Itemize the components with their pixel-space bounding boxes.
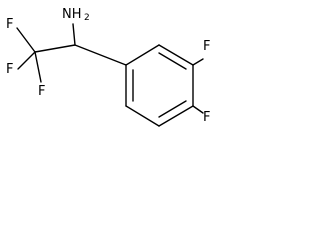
fluorine-ring-meta: F xyxy=(203,39,210,54)
amine-subscript: 2 xyxy=(84,13,90,23)
bond-ring-5 xyxy=(125,105,160,127)
bond-cf3-ch xyxy=(34,44,76,53)
bond-f-bottom-cf3 xyxy=(34,51,42,83)
bond-ring-4 xyxy=(158,105,194,127)
bond-ch-ring xyxy=(74,44,127,66)
bond-ring-f-meta xyxy=(192,58,204,66)
amine-label: NH xyxy=(62,7,82,22)
bond-f-top-cf3 xyxy=(16,27,36,53)
fluorine-left-mid: F xyxy=(6,62,13,77)
bond-ch-nh2 xyxy=(72,23,76,46)
structure-svg: NH 2 F F F F F xyxy=(6,7,210,127)
bond-ring-1 xyxy=(125,44,160,66)
bond-ring-2 xyxy=(158,44,194,66)
bond-ring-double-1 xyxy=(158,52,187,70)
fluorine-ring-para: F xyxy=(203,110,210,125)
fluorine-left-top: F xyxy=(6,17,13,32)
molecule-diagram: NH 2 F F F F F xyxy=(0,0,222,138)
fluorine-left-bottom: F xyxy=(38,84,45,99)
bond-ring-f-para xyxy=(192,105,204,114)
bond-f-mid-cf3 xyxy=(17,51,36,70)
bond-ring-double-2 xyxy=(158,100,187,118)
